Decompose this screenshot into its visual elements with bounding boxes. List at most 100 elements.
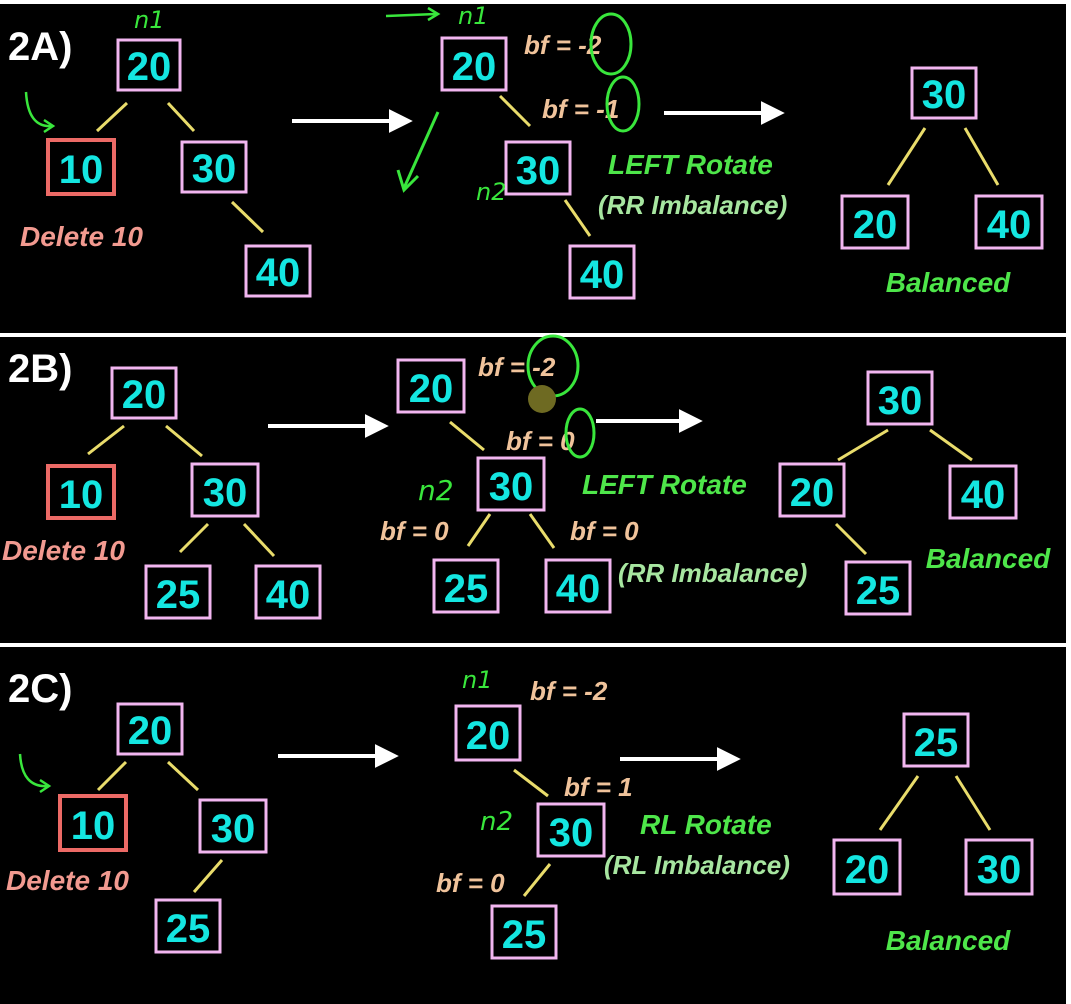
svg-text:10: 10 (71, 804, 116, 848)
svg-text:10: 10 (59, 473, 104, 517)
svg-text:25: 25 (444, 567, 489, 611)
svg-text:20: 20 (128, 709, 173, 753)
svg-text:40: 40 (256, 251, 301, 295)
tree-node: 20 (116, 38, 182, 92)
tree-edge (96, 760, 128, 792)
svg-text:25: 25 (502, 913, 547, 957)
middle-tree: 20 30 25 40 bf = -2 bf = 0 bf = 0 bf = 0… (380, 334, 807, 614)
tree-node: 30 (504, 140, 572, 196)
svg-text:25: 25 (914, 721, 959, 765)
svg-text:40: 40 (961, 473, 1006, 517)
svg-text:25: 25 (166, 907, 211, 951)
tree-edge (878, 775, 920, 831)
after-tree: 25 20 30 Balanced (832, 712, 1034, 956)
tree-node: 25 (144, 564, 212, 620)
tree-node: 40 (254, 564, 322, 620)
annotation-n1: n1 (134, 6, 164, 34)
tree-node: 30 (866, 370, 934, 426)
balance-factor: bf = 0 (380, 516, 449, 546)
cursor-indicator (528, 385, 556, 413)
middle-tree: 20 30 25 bf = -2 bf = 1 bf = 0 RL Rotate… (436, 676, 790, 960)
tree-node: 30 (964, 838, 1034, 896)
svg-text:30: 30 (489, 465, 534, 509)
tree-node: 40 (948, 464, 1018, 520)
svg-text:40: 40 (580, 253, 625, 297)
tree-node: 20 (110, 366, 178, 420)
annotation-n2: n2 (418, 474, 454, 507)
svg-text:25: 25 (156, 573, 201, 617)
tree-edge (165, 424, 203, 458)
tree-edge (192, 859, 224, 893)
tree-node: 25 (154, 898, 222, 954)
tree-edge (834, 522, 868, 556)
tree-node: 25 (844, 560, 912, 616)
tree-edge (886, 127, 927, 186)
pointer-arrow-icon (18, 753, 49, 788)
svg-text:20: 20 (127, 45, 172, 89)
svg-text:20: 20 (466, 714, 511, 758)
tree-node: 20 (840, 194, 910, 250)
svg-text:20: 20 (790, 471, 835, 515)
panel-2c: 2C) 20 10 30 25 Delete 10 (6, 666, 1034, 960)
deleted-node: 10 (46, 464, 116, 520)
tree-edge (178, 522, 210, 554)
panel-2b: 2B) 20 10 30 25 (2, 334, 1051, 620)
deleted-node: 10 (46, 138, 116, 196)
tree-edge (963, 127, 1000, 186)
svg-text:10: 10 (59, 148, 104, 192)
tree-edge (95, 101, 129, 133)
panel-label: 2C) (8, 667, 72, 711)
tree-node: 30 (476, 456, 546, 512)
panel-label: 2A) (8, 25, 72, 69)
pointer-arrow-icon (385, 12, 437, 18)
panel-2a: 2A) 20 10 30 40 Delete 10 (8, 2, 1044, 300)
svg-text:40: 40 (987, 203, 1032, 247)
svg-text:30: 30 (922, 73, 967, 117)
svg-text:30: 30 (516, 149, 561, 193)
after-tree: 30 20 40 25 Balanced (778, 370, 1051, 616)
tree-node: 40 (974, 194, 1044, 250)
annotation-n1: n1 (458, 2, 488, 30)
before-tree: 20 10 30 25 Delete 10 (6, 702, 268, 954)
balance-factor: bf = -2 (530, 676, 608, 706)
imbalance-label: (RR Imbalance) (598, 190, 787, 220)
tree-node: 40 (568, 244, 636, 300)
balance-factor: bf = 0 (506, 426, 575, 456)
tree-node: 30 (198, 798, 268, 854)
tree-node: 25 (490, 904, 558, 960)
imbalance-label: (RL Imbalance) (604, 850, 790, 880)
svg-text:20: 20 (452, 45, 497, 89)
tree-node: 30 (190, 462, 260, 518)
delete-label: Delete 10 (2, 535, 125, 566)
tree-edge (837, 428, 889, 462)
imbalance-label: (RR Imbalance) (618, 558, 807, 588)
tree-edge (513, 768, 549, 798)
rotate-label: LEFT Rotate (608, 149, 773, 180)
tree-edge (242, 522, 276, 558)
tree-node: 20 (116, 702, 184, 756)
svg-text:25: 25 (856, 569, 901, 613)
panel-divider-2 (0, 643, 1071, 647)
svg-text:20: 20 (853, 203, 898, 247)
tree-node: 20 (440, 36, 508, 92)
svg-text:20: 20 (122, 373, 167, 417)
svg-text:30: 30 (203, 471, 248, 515)
tree-edge (954, 775, 992, 831)
tree-edge (522, 863, 552, 897)
balance-factor: bf = 0 (436, 868, 505, 898)
balance-factor: bf = 0 (570, 516, 639, 546)
before-tree: 20 10 30 25 40 Delete 10 (2, 366, 322, 620)
tree-edge (230, 200, 265, 234)
highlight-circle (564, 407, 596, 459)
balance-factor: bf = -2 (478, 352, 556, 382)
tree-node: 20 (454, 704, 522, 762)
pointer-arrow-icon (402, 111, 440, 189)
tree-node: 30 (180, 140, 248, 194)
panel-label: 2B) (8, 347, 72, 391)
svg-text:30: 30 (211, 807, 256, 851)
tree-edge (929, 428, 973, 462)
tree-node: 25 (432, 558, 500, 614)
balance-factor: bf = 1 (564, 772, 633, 802)
balanced-label: Balanced (886, 267, 1011, 298)
before-tree: 20 10 30 40 Delete 10 (20, 38, 312, 298)
